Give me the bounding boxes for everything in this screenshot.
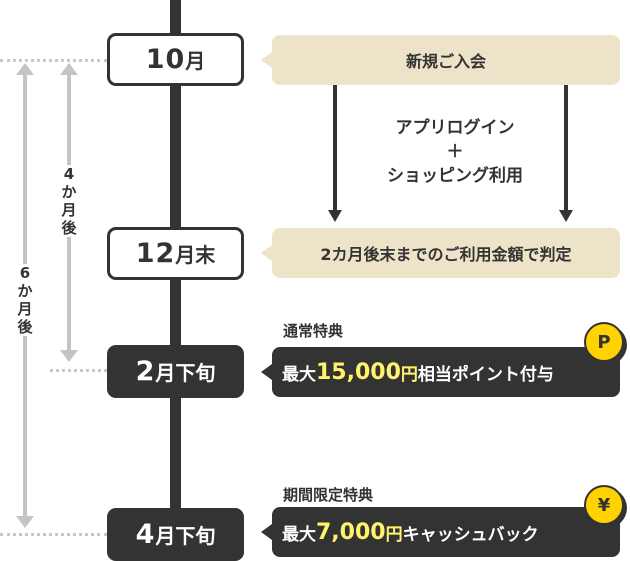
- node-number: 10: [145, 44, 186, 75]
- arrow-up-icon: [60, 63, 78, 75]
- arrow-down-icon: [16, 516, 34, 528]
- flow-arrow-left: [333, 85, 337, 212]
- condition-app-login: アプリログイン: [395, 118, 515, 138]
- benefit-amount: 7,000: [316, 519, 386, 545]
- benefit-yen: 円: [400, 364, 418, 385]
- event-judge: 2カ月後末までのご利用金額で判定: [261, 228, 620, 278]
- node-unit: 月下旬: [155, 524, 216, 548]
- benefit-limited-label: 期間限定特典: [283, 486, 374, 504]
- yen-coin-icon: ¥: [584, 485, 624, 525]
- benefit-suffix: キャッシュバック: [402, 524, 539, 545]
- flow-arrow-right: [564, 85, 568, 212]
- node-number: 4: [135, 519, 156, 550]
- benefit-suffix: 相当ポイント付与: [417, 364, 554, 385]
- node-unit: 月: [185, 49, 206, 73]
- condition-plus: ＋: [446, 142, 464, 162]
- point-coin-icon: P: [584, 322, 624, 362]
- guide-dots-feb: [50, 369, 107, 372]
- conditions-text: アプリログイン ＋ ショッピング利用: [340, 116, 570, 188]
- node-number: 12: [135, 238, 176, 269]
- arrow-down-icon: [60, 350, 78, 362]
- arrow-up-icon: [16, 63, 34, 75]
- event-judge-text: 2カ月後末までのご利用金額で判定: [320, 245, 572, 264]
- guide-dots-oct: [0, 59, 107, 62]
- benefit-prefix: 最大: [282, 524, 316, 545]
- benefit-amount: 15,000: [316, 359, 401, 385]
- benefit-normal-label: 通常特典: [283, 322, 344, 340]
- benefit-prefix: 最大: [282, 364, 316, 385]
- four-month-label: 4か月後: [59, 165, 79, 237]
- node-number: 2: [135, 356, 156, 387]
- event-join: 新規ご入会: [261, 35, 620, 85]
- benefit-yen: 円: [385, 524, 403, 545]
- node-unit: 月末: [175, 243, 216, 267]
- six-month-label: 6か月後: [15, 264, 35, 336]
- arrow-down-icon: [559, 210, 573, 222]
- arrow-down-icon: [328, 210, 342, 222]
- guide-dots-apr: [0, 533, 107, 536]
- condition-shopping: ショッピング利用: [387, 166, 523, 186]
- node-unit: 月下旬: [155, 361, 216, 385]
- event-join-text: 新規ご入会: [405, 52, 486, 71]
